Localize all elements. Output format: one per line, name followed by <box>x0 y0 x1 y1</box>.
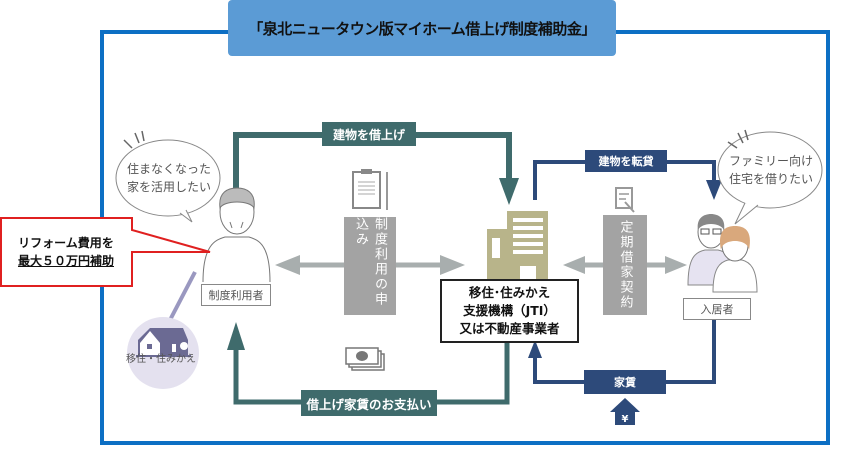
svg-text:¥: ¥ <box>622 414 629 425</box>
document-icon <box>615 187 635 213</box>
yen-house-icon: ¥ <box>610 398 640 425</box>
callout-shape <box>0 217 211 287</box>
application-box: 制度利用の申込み <box>344 217 396 315</box>
rent-payment-label: 借上げ家賃のお支払い <box>301 390 437 416</box>
callout-line2: 最大５０万円補助 <box>17 254 114 268</box>
tenant-bubble-line2: 住宅を借りたい <box>728 172 813 186</box>
sublease-building-label: 建物を転貸 <box>585 150 667 172</box>
owner-tag: 制度利用者 <box>201 284 271 306</box>
couple-icon <box>687 214 758 293</box>
rent-label: 家賃 <box>584 370 666 394</box>
relocation-label: 移住・住みかえ <box>126 354 196 365</box>
owner-bubble-line1: 住まなくなった <box>126 162 211 176</box>
tenant-tag: 入居者 <box>683 298 751 320</box>
callout-line1: リフォーム費用を <box>18 236 114 250</box>
lease-building-label: 建物を借上げ <box>322 122 416 146</box>
agency-line3: 又は不動産事業者 <box>459 321 560 336</box>
subsidy-callout: リフォーム費用を 最大５０万円補助 <box>0 218 132 286</box>
money-icon <box>345 347 385 371</box>
tenant-bubble-text: ファミリー向け 住宅を借りたい <box>726 152 816 188</box>
agency-line1: 移住･住みかえ <box>468 285 551 300</box>
house-icon <box>127 317 199 389</box>
person-icon <box>202 187 271 283</box>
owner-bubble-line2: 家を活用したい <box>126 180 211 194</box>
agency-line2: 支援機構（JTI） <box>463 303 556 318</box>
agency-box: 移住･住みかえ 支援機構（JTI） 又は不動産事業者 <box>440 279 579 343</box>
owner-bubble-text: 住まなくなった 家を活用したい <box>124 160 214 196</box>
building-icon <box>487 211 548 281</box>
tenant-bubble-line1: ファミリー向け <box>728 154 813 168</box>
contract-box: 定期借家契約 <box>603 215 647 315</box>
owner-speech-bubble <box>115 130 221 223</box>
tenant-speech-bubble <box>717 129 823 225</box>
clipboard-icon <box>352 169 388 210</box>
page-title: 「泉北ニュータウン版マイホーム借上げ制度補助金」 <box>228 0 616 56</box>
